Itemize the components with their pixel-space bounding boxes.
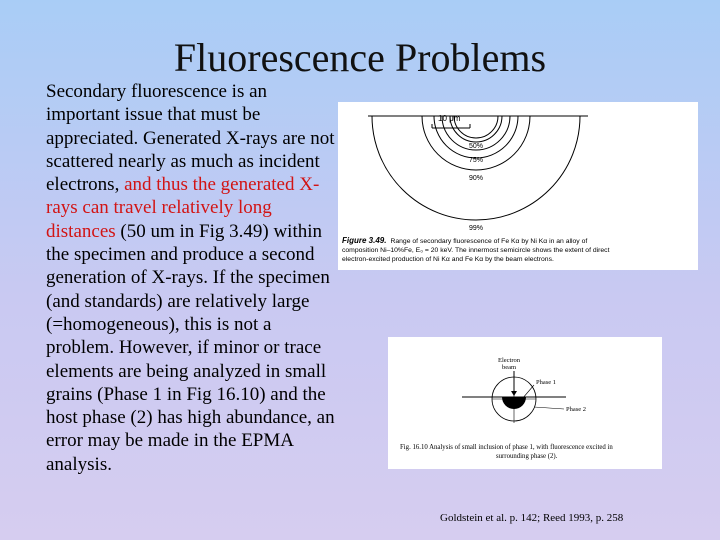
figure-16-10: Electron beam Phase 1 Phase 2 Fig. 16.10… (388, 337, 662, 469)
contour-label-50: 50% (469, 143, 483, 150)
body-text-part2: (50 um in Fig 3.49) within the specimen … (46, 220, 335, 475)
citation: Goldstein et al. p. 142; Reed 1993, p. 2… (440, 512, 624, 524)
body-text-part1: Secondary fluorescence is an important i… (46, 81, 335, 196)
body-paragraph: Secondary fluorescence is an important i… (46, 80, 338, 476)
figure-3-49: 10 μm 50% 75% 90% 99% Figure 3.49. Range … (338, 102, 698, 270)
figure-349-caption-line-1: Range of secondary fluorescence of Fe Kα… (390, 238, 587, 245)
figure-349-caption-heading: Figure 3.49. (342, 236, 386, 245)
phase1-inclusion (502, 397, 526, 409)
contour-label-99: 99% (469, 225, 483, 232)
contour-99 (371, 115, 581, 221)
contour-50 (441, 115, 511, 151)
scale-label: 10 μm (438, 114, 461, 123)
figure-349-caption-line-3: electron-excited production of Ni Kα and… (342, 256, 554, 263)
phase2-label: Phase 2 (566, 406, 586, 413)
contour-label-75: 75% (469, 157, 483, 164)
contour-label-90: 90% (469, 175, 483, 182)
contour-75 (433, 115, 519, 159)
contour-direct (453, 115, 499, 139)
figure-349-caption-line-2: composition Ni–10%Fe, E₀ = 20 keV. The i… (342, 247, 610, 254)
beam-label-line1: Electron (498, 357, 521, 364)
svg-text:Figure 3.49.Range of secondary: Figure 3.49. Range of secondary fluoresce… (342, 236, 587, 245)
figure-1610-caption-line-2: surrounding phase (2). (496, 453, 558, 460)
fluorescence-contours (371, 115, 581, 221)
figure-1610-caption-line-1: Fig. 16.10 Analysis of small inclusion o… (400, 444, 613, 451)
contour-inner (449, 115, 503, 143)
phase1-label: Phase 1 (536, 379, 556, 386)
contour-90 (421, 115, 531, 171)
beam-label-line2: beam (502, 364, 516, 371)
slide-title: Fluorescence Problems (173, 35, 547, 80)
body-text-highlight: and thus the generated X-rays can travel… (46, 174, 320, 242)
